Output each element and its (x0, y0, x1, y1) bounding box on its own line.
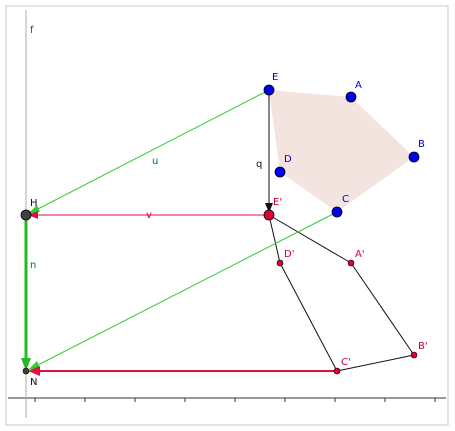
segment-d-prime-e-prime[interactable] (268, 214, 281, 264)
segment-a-prime-b-prime[interactable] (350, 262, 415, 356)
x-axis-ticks (34, 398, 436, 402)
label-a: A (355, 80, 362, 91)
canvas-border (5, 5, 449, 426)
vector-v-arrowhead (28, 211, 38, 219)
label-d-prime: D' (284, 249, 294, 260)
point-h[interactable] (20, 209, 32, 221)
point-b[interactable] (408, 151, 420, 163)
point-e-prime[interactable] (263, 209, 275, 221)
label-b: B (418, 139, 425, 150)
label-h: H (30, 198, 38, 209)
segment-b-prime-c-prime[interactable] (336, 354, 415, 372)
label-d: D (284, 154, 292, 165)
vector-q-arrowhead (265, 203, 273, 213)
label-v: v (146, 210, 152, 221)
label-e-prime: E' (273, 197, 282, 208)
vector-u[interactable] (33, 89, 270, 212)
point-c-prime[interactable] (333, 367, 341, 375)
label-n-vector: n (30, 260, 36, 271)
point-e[interactable] (263, 84, 275, 96)
label-u: u (152, 156, 158, 167)
segment-e-prime-a-prime[interactable] (268, 214, 352, 264)
label-f: f (30, 25, 34, 36)
label-c: C (342, 194, 349, 205)
label-n-point: N (30, 377, 37, 388)
label-b-prime: B' (418, 341, 428, 352)
point-d[interactable] (274, 166, 286, 178)
label-c-prime: C' (341, 357, 351, 368)
label-e: E (272, 72, 278, 83)
point-d-prime[interactable] (276, 259, 284, 267)
point-b-prime[interactable] (410, 351, 418, 359)
polygon-abcde[interactable] (269, 90, 414, 212)
point-a-prime[interactable] (347, 259, 355, 267)
point-c[interactable] (331, 206, 343, 218)
label-q: q (256, 159, 262, 170)
image-polygon-edges (268, 214, 415, 372)
label-a-prime: A' (355, 249, 365, 260)
vector-c-prime-to-n-arrowhead (28, 366, 40, 376)
vector-c-to-n[interactable] (33, 211, 338, 368)
vector-n-arrowhead (21, 358, 31, 371)
segment-c-prime-d-prime[interactable] (279, 262, 338, 372)
point-n[interactable] (22, 367, 30, 375)
point-a[interactable] (345, 91, 357, 103)
